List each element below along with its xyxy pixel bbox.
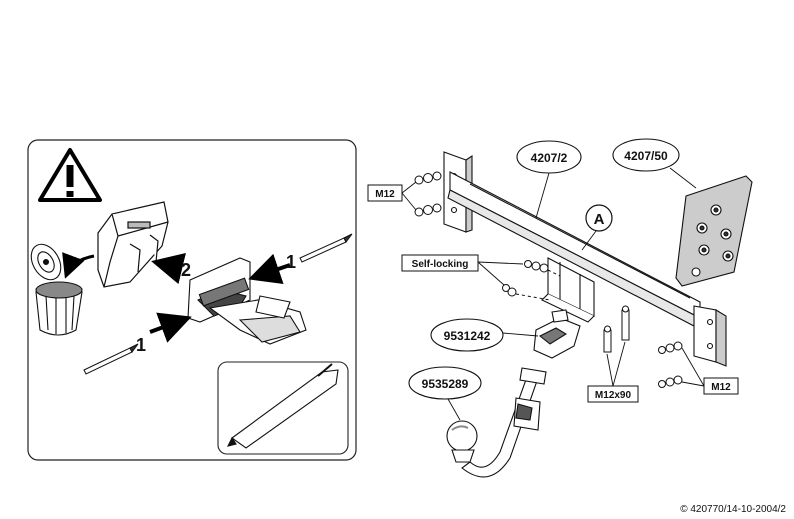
left-instruction-panel: 2 1 1 — [27, 139, 357, 461]
socket-cover-part — [97, 201, 169, 288]
right-mount-plate — [693, 305, 727, 367]
step-label-1-bottom: 1 — [136, 335, 146, 355]
pin-top — [299, 233, 353, 263]
pin-bottom — [83, 343, 139, 375]
long-bolts-label: M12x90 — [595, 390, 632, 401]
step-arrow-1-top — [248, 253, 291, 285]
step-arrow-2 — [151, 252, 186, 285]
detail-a-label: A — [594, 211, 605, 228]
socket-bracket — [533, 309, 581, 359]
long-bolts — [603, 305, 630, 353]
bolts-right-label: M12 — [711, 382, 731, 393]
connector-panel — [187, 257, 307, 345]
bracket-callout — [430, 318, 504, 352]
bolt-group-left — [414, 171, 442, 217]
step-arrow-1-bottom — [149, 312, 192, 343]
step-label-2: 2 — [181, 260, 191, 280]
exploded-diagram: M12 Self-locking M12x90 — [367, 138, 753, 478]
warning-icon — [38, 148, 102, 202]
ballneck-callout — [408, 366, 482, 400]
crossbeam — [447, 171, 701, 327]
cup-part — [35, 281, 83, 336]
copyright-footer: © 420770/14-10-2004/2 — [680, 504, 786, 515]
tow-ball-neck — [446, 367, 547, 478]
bracket-part-number: 9531242 — [444, 329, 491, 343]
bolt-group-right — [658, 341, 683, 388]
bolts-left-label: M12 — [375, 189, 395, 200]
pen-icon — [226, 363, 339, 449]
center-mount — [541, 257, 595, 323]
curved-arrow-icon — [62, 252, 95, 279]
socket-plate-detail — [675, 175, 753, 287]
ballneck-part-number: 9535289 — [422, 377, 469, 391]
self-locking-nuts — [502, 260, 561, 301]
detail-a-marker — [585, 204, 613, 232]
self-locking-label: Self-locking — [412, 259, 469, 270]
step-label-1-top: 1 — [286, 252, 296, 272]
plate-part-number: 4207/50 — [624, 149, 668, 163]
plate-callout — [612, 138, 680, 172]
beam-part-number: 4207/2 — [531, 151, 568, 165]
socket-plate — [30, 243, 62, 281]
self-locking-callout — [401, 254, 479, 272]
